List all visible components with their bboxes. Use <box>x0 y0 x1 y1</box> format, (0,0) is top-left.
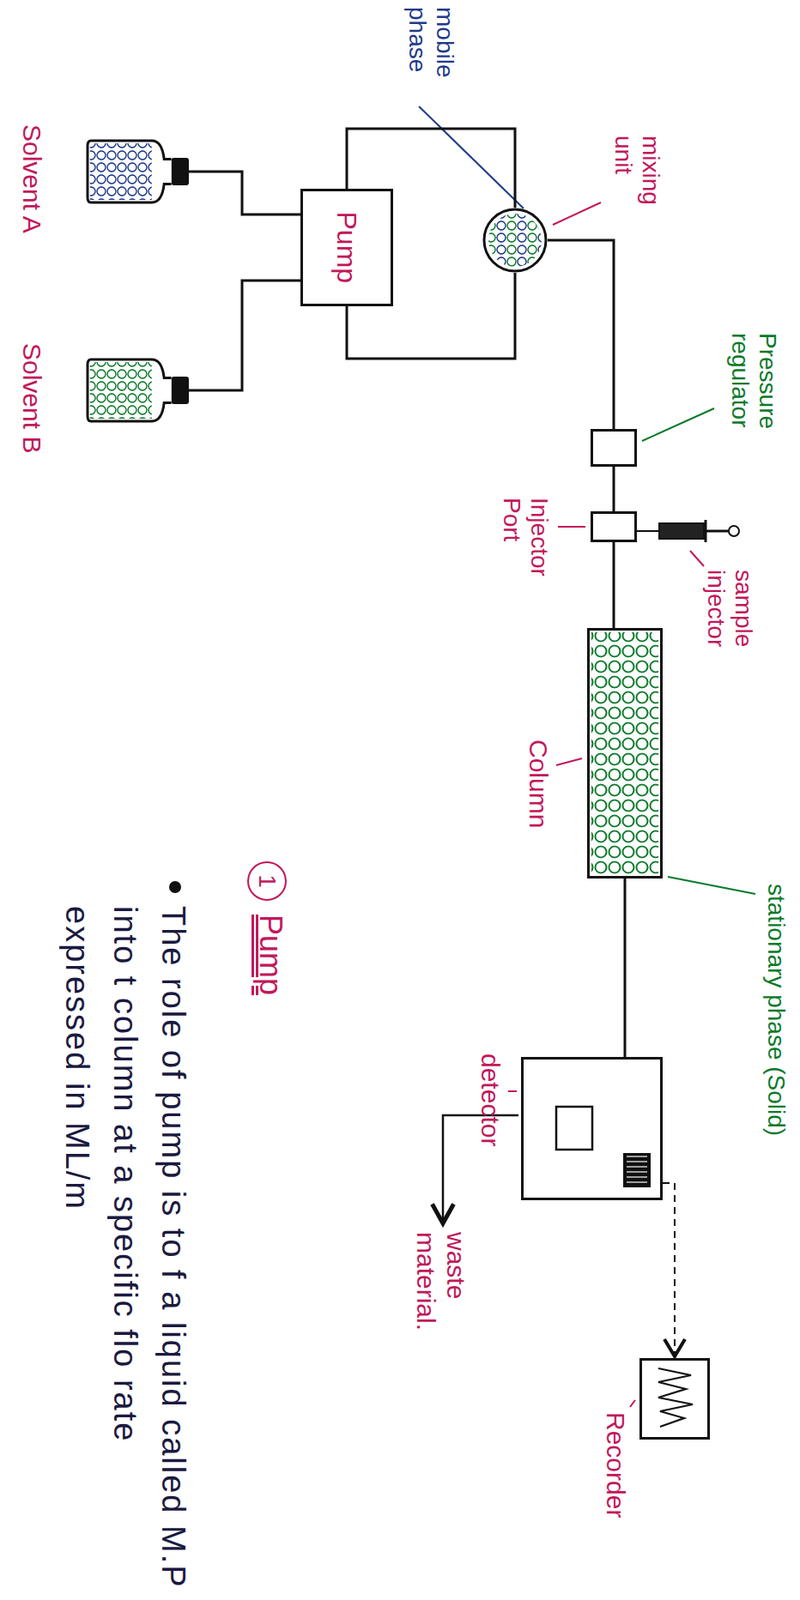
part-label: Column <box>523 739 554 829</box>
box-outline <box>302 190 393 306</box>
mixing-leader <box>552 202 601 225</box>
display-stripe <box>626 1166 648 1168</box>
mobile-phase-label: mobile phase <box>403 6 459 104</box>
part-label: detector <box>475 1054 506 1147</box>
section-heading: Pump <box>253 915 289 996</box>
chromatogram-trace <box>658 1369 693 1428</box>
box-shape <box>590 429 637 467</box>
bottle-cap <box>171 157 189 186</box>
solvent-fill <box>90 362 152 419</box>
connector <box>662 1183 675 1358</box>
syringe-barrel <box>659 523 704 540</box>
bottle-shape <box>85 356 189 425</box>
detector-outline <box>522 1059 662 1200</box>
display-stripe <box>626 1181 648 1183</box>
red-leaders <box>508 202 704 1408</box>
bottle-cap <box>171 376 189 405</box>
box-label: Pump <box>331 212 364 285</box>
box-node: Pressure regulator <box>590 429 637 467</box>
mixed-solvent <box>488 213 542 267</box>
port-leader <box>557 526 586 528</box>
mixer-outline <box>484 209 546 272</box>
connector <box>612 466 616 512</box>
part-label: Injector Port <box>497 497 553 610</box>
display-stripe <box>626 1161 648 1163</box>
bottle-node: Solvent A <box>85 137 189 207</box>
recorder-leader <box>630 1400 636 1408</box>
injector-leader <box>690 551 704 567</box>
solvent-fill <box>90 143 152 200</box>
display-stripe <box>626 1176 648 1178</box>
mixer-shape <box>482 207 548 273</box>
column-node: Column <box>587 628 663 879</box>
stationary-phase-packing <box>591 632 659 875</box>
connector <box>547 240 614 430</box>
bottle-body <box>87 140 172 203</box>
connector <box>187 171 301 215</box>
detector-node: detector <box>521 1057 663 1201</box>
detector-display <box>623 1153 651 1188</box>
box-node: Injector Port <box>590 511 637 543</box>
part-label: Recorder <box>600 1412 631 1519</box>
column-shape <box>587 628 663 879</box>
syringe-shape <box>636 518 740 545</box>
display-stripe <box>626 1156 648 1158</box>
connector <box>187 280 301 391</box>
detector-leader <box>508 1090 517 1093</box>
stationary-leader <box>667 877 756 895</box>
recorder-node: Recorder <box>639 1358 710 1441</box>
box-shape <box>590 511 637 543</box>
box-outline <box>592 513 637 542</box>
detector-window <box>556 1107 593 1151</box>
box-node: Pump <box>300 188 394 307</box>
mobile-phase-leader <box>418 106 524 209</box>
bottle-body <box>87 359 172 422</box>
part-label: Pressure regulator <box>726 333 782 471</box>
regulator-leader <box>642 408 715 442</box>
part-label: Solvent A <box>17 124 48 234</box>
plunger-ring <box>728 526 740 537</box>
plunger-rod <box>705 530 729 534</box>
detector-shape <box>521 1057 663 1201</box>
syringe-needle <box>636 530 660 533</box>
display-stripe <box>626 1171 648 1173</box>
callout-number: 1 <box>247 861 287 902</box>
part-label: sample injector <box>702 569 758 682</box>
stationary-phase-label: stationary phase (Solid) <box>762 884 790 1137</box>
mixer-node: mixing unit <box>482 207 548 273</box>
syringe-node: sample injector <box>636 518 740 545</box>
bottle-shape <box>85 137 189 207</box>
bullet-dot <box>169 881 182 894</box>
body-text: The role of pump is to f a liquid called… <box>53 906 198 1592</box>
connector <box>624 878 627 1058</box>
waste-label: waste material. <box>411 1232 471 1379</box>
part-label: mixing unit <box>609 135 665 231</box>
recorder-outline <box>641 1360 710 1440</box>
column-outline <box>588 630 662 879</box>
column-leader <box>556 758 582 766</box>
recorder-shape <box>639 1358 710 1441</box>
connector <box>612 542 616 629</box>
leader-lines <box>418 106 524 209</box>
box-outline <box>592 430 637 467</box>
bottle-node: Solvent B <box>85 356 189 425</box>
part-label: Solvent B <box>17 343 48 454</box>
